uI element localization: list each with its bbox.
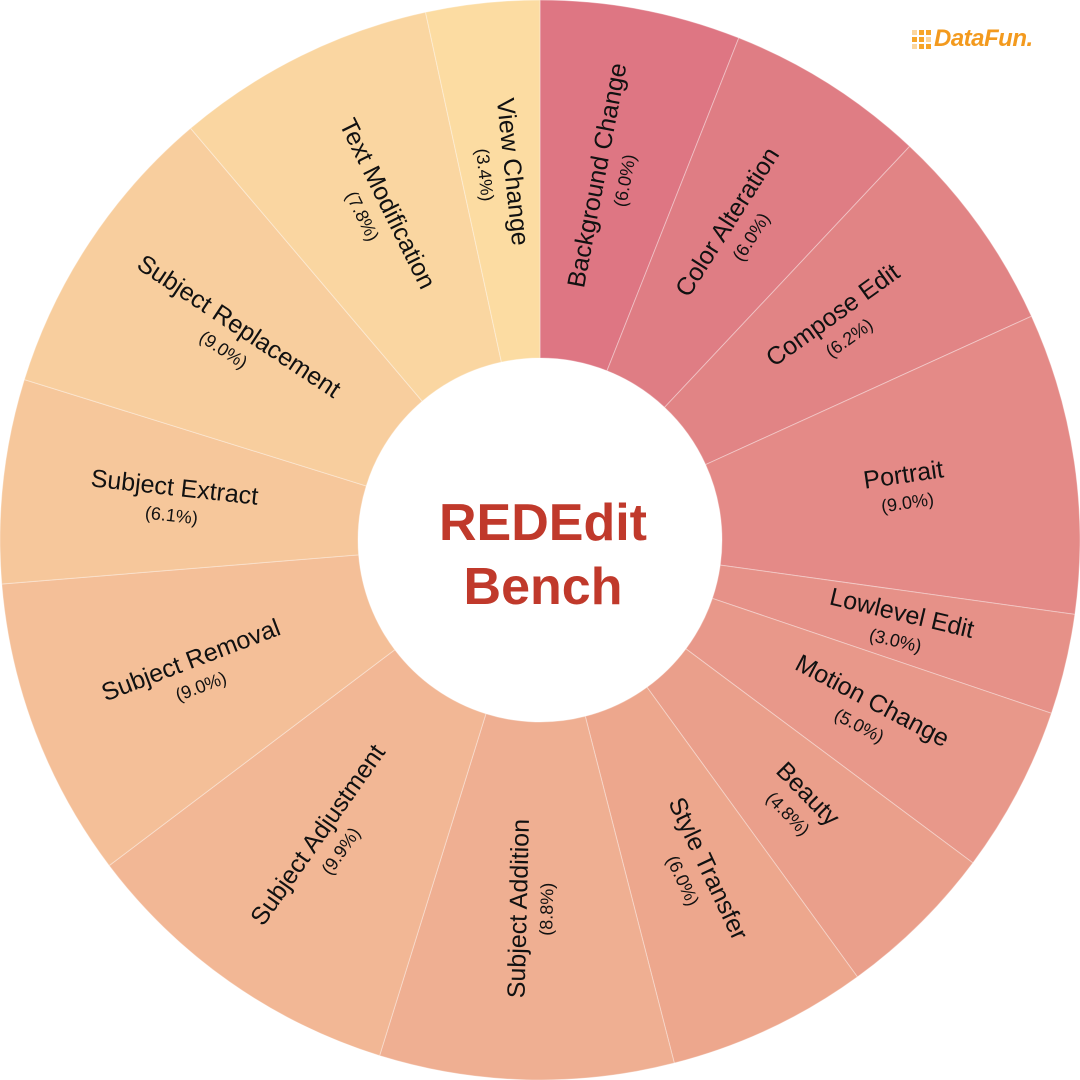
slice-compose-edit xyxy=(663,145,1033,466)
slice-name: Subject Addition xyxy=(502,819,534,999)
slice-background-change xyxy=(539,0,740,372)
slice-style-transfer xyxy=(584,686,859,1064)
slice-subject-adjustment xyxy=(108,649,487,1057)
slice-text-modification xyxy=(189,11,503,402)
slice-color-alteration xyxy=(606,37,911,409)
slice-subject-removal xyxy=(1,554,396,867)
slice-view-change xyxy=(424,0,541,363)
slice-portrait xyxy=(704,315,1080,615)
logo-dots-icon xyxy=(912,29,931,49)
slice-beauty xyxy=(646,648,974,978)
slice-label: Subject Addition(8.8%) xyxy=(502,819,557,999)
datafun-logo: DataFun. xyxy=(912,22,1033,56)
slice-subject-extract xyxy=(0,378,367,585)
slice-subject-replacement xyxy=(23,127,423,487)
logo-text: DataFun. xyxy=(934,25,1033,52)
slice-percent: (8.8%) xyxy=(536,883,557,937)
center-title-line2: Bench xyxy=(464,558,623,616)
slice-motion-change xyxy=(685,597,1053,864)
slice-subject-addition xyxy=(378,713,675,1080)
center-title-line1: REDEdit xyxy=(439,494,647,552)
